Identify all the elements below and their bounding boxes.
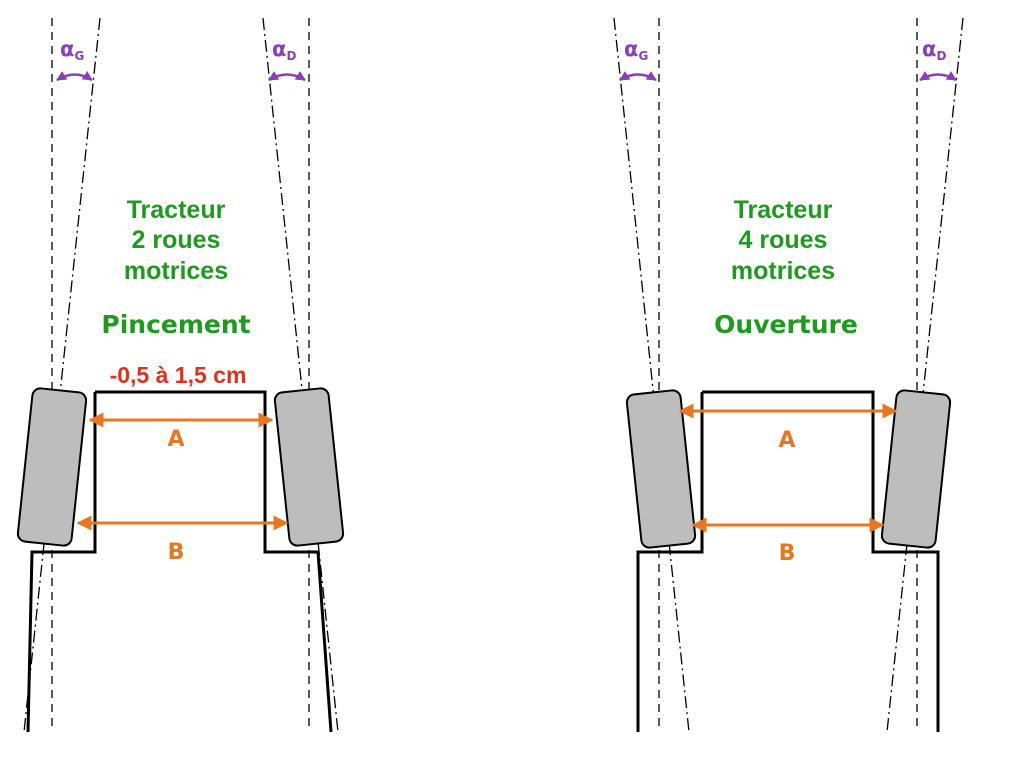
tire-left [625, 389, 697, 549]
angle-arc-right [268, 71, 306, 82]
wheel-axis-left [23, 17, 101, 733]
chassis-outline [636, 390, 940, 732]
panel-title-line-3: motrices [124, 257, 228, 285]
angle-arc-left [56, 70, 93, 82]
angle-arc-left [619, 71, 657, 82]
tire-right [880, 389, 952, 549]
panel-right: A B αG αD Tracteur 4 roues motrices Ouve… [613, 17, 964, 733]
wheel-axis-right [262, 17, 339, 733]
mode-label: Ouverture [714, 310, 858, 339]
panel-title-line-2: 2 roues [132, 226, 221, 254]
dimension-label-a: A [167, 427, 184, 452]
angle-arc-right [919, 71, 957, 82]
tire-right [273, 387, 345, 547]
panel-title-line-1: Tracteur [734, 196, 833, 224]
range-label: -0,5 à 1,5 cm [110, 362, 247, 388]
dimension-label-b: B [779, 541, 796, 566]
dimension-label-a: A [778, 428, 795, 453]
panel-title-line-2: 4 roues [739, 226, 828, 254]
chassis-outline [26, 390, 333, 733]
panel-title-line-3: motrices [731, 257, 835, 285]
alpha-left-label: αG [624, 37, 648, 63]
tire-left [16, 387, 88, 547]
dimension-label-b: B [168, 540, 185, 565]
panel-title-line-1: Tracteur [127, 196, 226, 224]
panel-left: A B αG αD Tracteur 2 roues motrices Pinc… [16, 17, 345, 733]
mode-label: Pincement [101, 310, 250, 339]
wheel-axis-right [886, 17, 964, 733]
alpha-left-label: αG [60, 37, 84, 63]
alpha-right-label: αD [272, 37, 296, 63]
wheel-axis-left [613, 17, 690, 733]
alpha-right-label: αD [922, 37, 946, 63]
